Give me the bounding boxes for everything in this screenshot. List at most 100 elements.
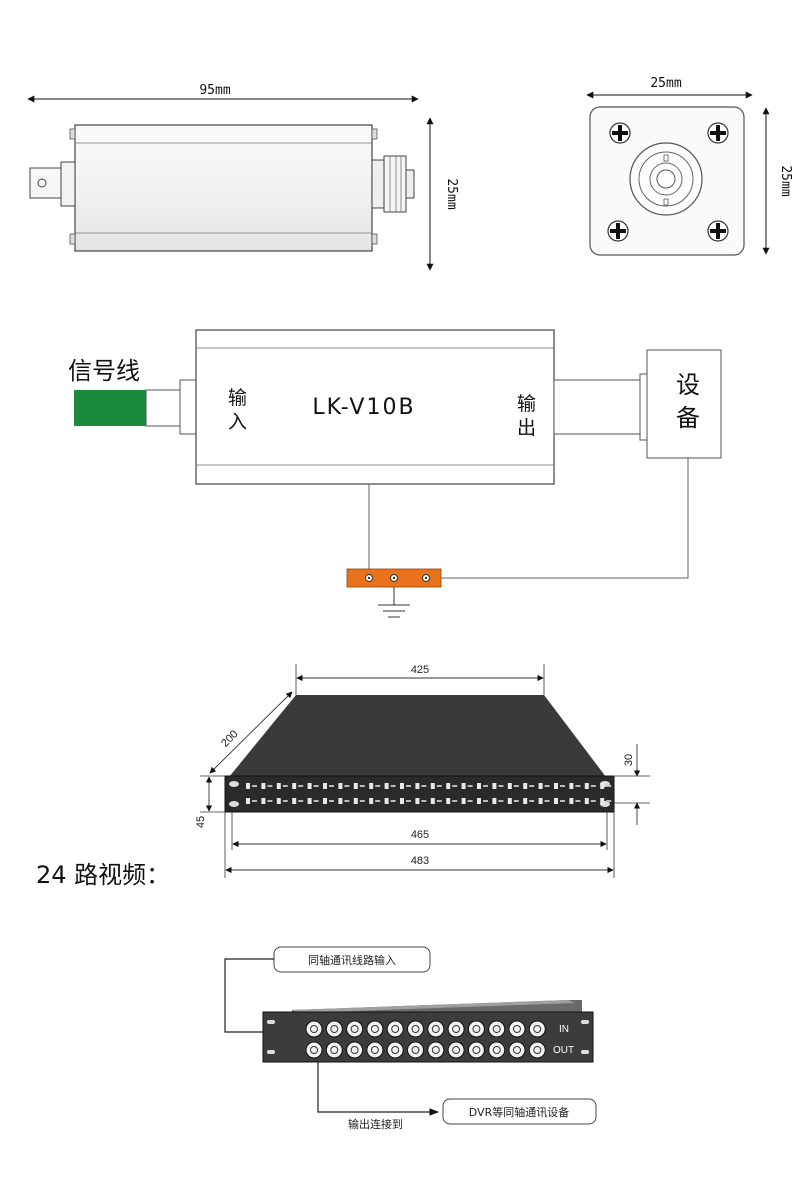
bnc-port-center — [452, 1046, 461, 1054]
bnc-port-icon — [386, 1020, 404, 1038]
rack-port-label — [344, 800, 350, 802]
rack-port-label — [267, 785, 273, 787]
rack-port-label — [421, 785, 427, 787]
bnc-port-center — [492, 1025, 501, 1033]
bnc-port-icon — [447, 1020, 465, 1038]
rack-port — [415, 798, 420, 804]
bnc-port-center — [350, 1025, 359, 1033]
bnc-port-icon — [325, 1020, 343, 1038]
rack-port-label — [452, 785, 458, 787]
bnc-port-center — [452, 1025, 461, 1033]
rack-port-label — [498, 785, 504, 787]
rack-port — [477, 798, 481, 804]
bnc-port-icon — [386, 1041, 404, 1059]
rack-port-label — [560, 785, 565, 787]
rack-port-label — [390, 785, 396, 787]
bnc-port-center — [513, 1046, 521, 1054]
rack-port — [446, 798, 451, 804]
rack-port — [430, 783, 435, 789]
rack-port — [353, 798, 358, 804]
rack-port-label — [406, 800, 411, 802]
equipment-box — [646, 349, 722, 459]
rack-port — [461, 798, 466, 804]
rack-port — [292, 798, 297, 804]
rack-port — [492, 783, 497, 789]
bnc-port-icon — [366, 1020, 384, 1038]
rack-port-label — [606, 785, 612, 787]
earth-ground-icon — [378, 587, 410, 618]
rack-port — [261, 783, 266, 789]
rack-port-label — [252, 800, 257, 802]
rack-port — [307, 783, 312, 789]
rack-port-label — [298, 800, 304, 802]
rack-port — [338, 798, 343, 804]
bnc-port-icon — [447, 1041, 465, 1059]
device-model: LK-V10B — [312, 395, 415, 420]
rack-port-label — [329, 785, 334, 787]
bnc-port-center — [370, 1025, 379, 1033]
bnc-port-center — [492, 1046, 501, 1054]
rack-chassis — [229, 695, 606, 777]
rack-port — [338, 783, 343, 789]
rack-port — [507, 783, 512, 789]
rack-port-label — [513, 800, 519, 802]
bnc-port-icon — [407, 1020, 424, 1038]
rack-port-label — [575, 785, 581, 787]
signal-cable — [74, 390, 146, 426]
bnc-socket-icon — [629, 142, 703, 216]
rack-port — [554, 798, 558, 804]
depth-dimension-line — [209, 691, 293, 774]
panel-port-array — [305, 1020, 546, 1059]
bnc-port-icon — [467, 1020, 485, 1038]
rack-port — [353, 783, 358, 789]
rack-port — [369, 798, 374, 804]
bnc-port-icon — [528, 1041, 546, 1059]
bnc-port-icon — [488, 1041, 506, 1059]
bnc-port-center — [431, 1046, 440, 1054]
rack-port-label — [329, 800, 334, 802]
bnc-port-icon — [346, 1041, 364, 1059]
rack-port — [323, 798, 327, 804]
bnc-port-center — [513, 1025, 521, 1033]
wiring-diagram: 信号线 输 入 LK-V10B 输 出 设 备 — [68, 329, 722, 618]
rack-port — [384, 783, 389, 789]
section-title: 24 路视频： — [36, 861, 171, 889]
rack-port — [276, 783, 281, 789]
rack-port — [569, 783, 574, 789]
bnc-port-center — [330, 1025, 339, 1033]
rack-port-label — [560, 800, 565, 802]
out-label: OUT — [553, 1045, 574, 1056]
rack-port — [492, 798, 497, 804]
rack-port — [477, 783, 481, 789]
rack-port-label — [529, 800, 535, 802]
in-label: IN — [559, 1024, 569, 1035]
output-connector — [553, 379, 641, 435]
right-bnc-connector — [371, 155, 415, 213]
bnc-port-icon — [305, 1041, 323, 1059]
bnc-port-center — [350, 1046, 359, 1054]
rack-front-panel — [224, 775, 615, 813]
output-label: 输 — [517, 393, 536, 415]
rack-port — [246, 783, 250, 789]
rack-port-label — [359, 800, 365, 802]
rack-port — [554, 783, 558, 789]
top-width-label: 425 — [411, 664, 429, 676]
bnc-port-center — [431, 1025, 440, 1033]
bnc-port-icon — [508, 1020, 526, 1038]
device-body-top — [74, 124, 373, 252]
bnc-port-icon — [366, 1041, 384, 1059]
output-callout-box — [442, 1098, 597, 1125]
rack-port — [446, 783, 451, 789]
rack-port — [461, 783, 466, 789]
rack-port-label — [513, 785, 519, 787]
rack-port — [600, 783, 605, 789]
rack-port-label — [529, 785, 535, 787]
rack-port — [507, 798, 512, 804]
rack-port — [276, 798, 281, 804]
rack-port-label — [498, 800, 504, 802]
height-dimension-label: 25mm — [444, 178, 459, 209]
rack-port — [246, 798, 250, 804]
rack-port — [400, 798, 404, 804]
rack-port-label — [483, 785, 488, 787]
